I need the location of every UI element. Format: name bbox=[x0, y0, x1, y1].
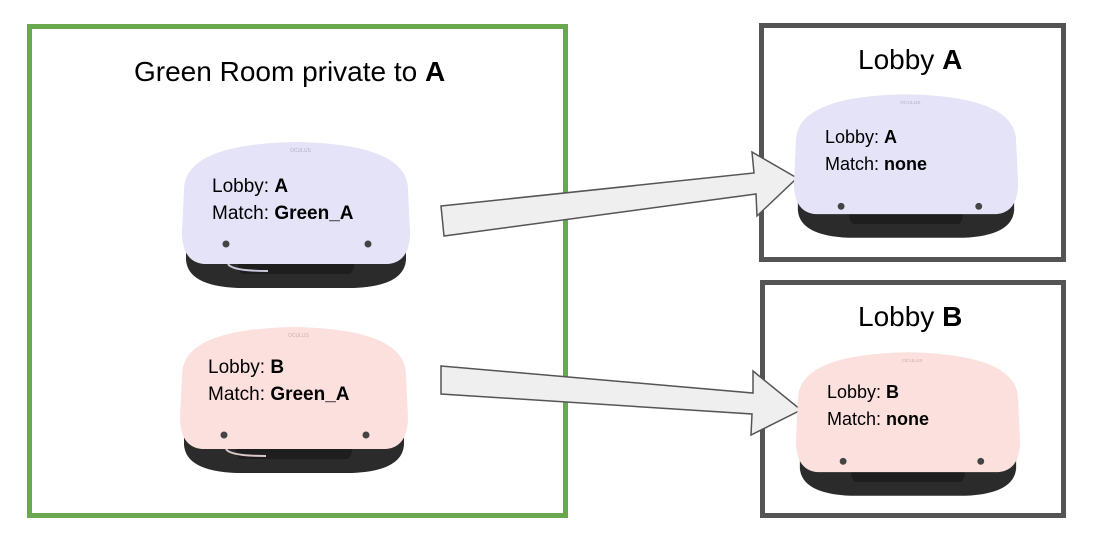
headset-a-green: OCULUS Lobby: A Match: Green_A bbox=[178, 138, 414, 290]
match-line: Match: Green_A bbox=[212, 203, 354, 224]
lobby-b-title: Lobby B bbox=[858, 301, 963, 332]
headset-a-lobby: OCULUS Lobby: A Match: none bbox=[790, 90, 1022, 240]
camera-sensor-left bbox=[220, 431, 228, 439]
match-line: Match: Green_A bbox=[208, 384, 350, 405]
camera-sensor-right bbox=[362, 431, 370, 439]
headset-logo: OCULUS bbox=[290, 148, 312, 154]
camera-sensor-right bbox=[364, 240, 372, 248]
camera-sensor-right bbox=[977, 457, 985, 465]
arrow-to-lobby-b bbox=[440, 365, 803, 437]
headset-b-lobby: OCULUS Lobby: B Match: none bbox=[792, 348, 1024, 498]
headset-body bbox=[795, 352, 1021, 473]
green-room-title: Green Room private to A bbox=[134, 56, 446, 87]
green-room-frame bbox=[27, 24, 568, 518]
camera-sensor-left bbox=[837, 202, 845, 210]
lobby-line: Lobby: A bbox=[212, 176, 289, 197]
headset-logo: OCULUS bbox=[902, 358, 923, 364]
camera-sensor-right bbox=[975, 202, 983, 210]
headset-a-green-label: Lobby: A Match: Green_A bbox=[212, 173, 354, 227]
headset-body bbox=[793, 94, 1019, 215]
lobby-a-frame bbox=[759, 23, 1066, 262]
lobby-line: Lobby: A bbox=[825, 127, 898, 147]
lobby-a-title: Lobby A bbox=[858, 44, 963, 75]
headset-b-green: OCULUS Lobby: B Match: Green_A bbox=[176, 323, 412, 475]
headset-logo: OCULUS bbox=[900, 100, 921, 106]
lobby-line: Lobby: B bbox=[208, 357, 285, 378]
lobby-line: Lobby: B bbox=[827, 382, 900, 402]
camera-sensor-left bbox=[222, 240, 230, 248]
headset-a-lobby-label: Lobby: A Match: none bbox=[825, 124, 927, 178]
headset-b-green-label: Lobby: B Match: Green_A bbox=[208, 354, 350, 408]
match-line: Match: none bbox=[825, 154, 928, 174]
match-line: Match: none bbox=[827, 409, 930, 429]
headset-b-lobby-label: Lobby: B Match: none bbox=[827, 379, 929, 433]
headset-body bbox=[180, 327, 408, 449]
camera-sensor-left bbox=[839, 457, 847, 465]
arrow-to-lobby-a bbox=[440, 150, 799, 237]
headset-logo: OCULUS bbox=[288, 333, 310, 339]
headset-body bbox=[182, 142, 410, 264]
